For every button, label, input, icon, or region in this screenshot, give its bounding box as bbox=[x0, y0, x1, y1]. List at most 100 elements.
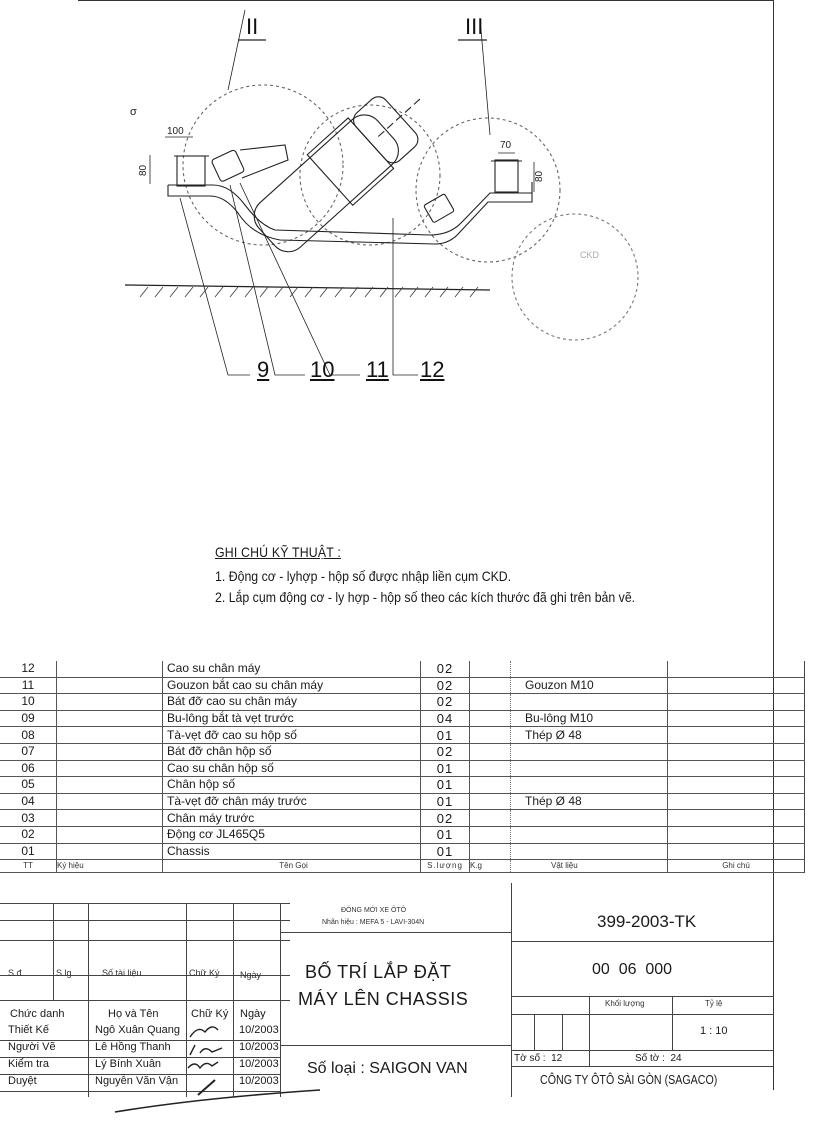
cell-idx: 03 bbox=[0, 809, 57, 827]
cell-symbol bbox=[56, 809, 163, 827]
cell-qty: 02 bbox=[420, 809, 470, 827]
cell-idx: 05 bbox=[0, 776, 57, 794]
rev-header-date: Ngày bbox=[240, 970, 262, 980]
cell-mass bbox=[469, 843, 511, 861]
detail-label-II: II bbox=[246, 14, 259, 39]
dim-left-width: 100 bbox=[167, 126, 184, 137]
cell-mass bbox=[469, 826, 511, 844]
cell-qty: 01 bbox=[420, 793, 470, 811]
dim-right-height: 80 bbox=[534, 170, 545, 182]
cell-note bbox=[667, 776, 805, 794]
cell-qty: 04 bbox=[420, 710, 470, 728]
cell-idx: 02 bbox=[0, 826, 57, 844]
cell-idx: 04 bbox=[0, 793, 57, 811]
tb-line bbox=[511, 883, 512, 1097]
header-qty: S.lượng bbox=[420, 859, 470, 874]
cell-idx: 08 bbox=[0, 726, 57, 744]
cell-symbol bbox=[56, 826, 163, 844]
technical-notes: GHI CHÚ KỸ THUẬT : 1. Động cơ - lyhợp - … bbox=[215, 542, 692, 608]
header-name: Tên Gọi bbox=[162, 859, 421, 874]
cell-material bbox=[510, 843, 668, 861]
tb-line bbox=[672, 996, 673, 1050]
callout-11: 11 bbox=[366, 357, 389, 382]
tb-line bbox=[280, 903, 281, 1097]
mass-label: Khối lượng bbox=[605, 999, 645, 1008]
signature-name: Ngô Xuân Quang bbox=[95, 1024, 181, 1036]
model-name: Số loại : SAIGON VAN bbox=[307, 1060, 468, 1077]
tb-line bbox=[511, 1014, 774, 1015]
cell-idx: 06 bbox=[0, 760, 57, 778]
signature-role: Kiểm tra bbox=[8, 1058, 49, 1070]
cell-symbol bbox=[56, 743, 163, 761]
cell-symbol bbox=[56, 661, 163, 678]
cell-note bbox=[667, 809, 805, 827]
tb-line bbox=[534, 1014, 535, 1050]
note-item-1: 1. Động cơ - lyhợp - hộp số được nhập li… bbox=[215, 568, 512, 584]
header-material: Vật liệu bbox=[510, 859, 668, 874]
cell-qty: 01 bbox=[420, 760, 470, 778]
tb-line bbox=[0, 1074, 280, 1075]
tb-line bbox=[0, 940, 290, 941]
cell-symbol bbox=[56, 710, 163, 728]
cell-qty: 01 bbox=[420, 826, 470, 844]
cell-material: Bu-lông M10 bbox=[510, 710, 668, 728]
cell-name: Chassis bbox=[162, 843, 421, 861]
cell-symbol bbox=[56, 693, 163, 711]
cell-qty: 01 bbox=[420, 726, 470, 744]
signature-icon bbox=[187, 1061, 219, 1070]
tb-line bbox=[511, 1066, 774, 1067]
cell-material bbox=[510, 743, 668, 761]
cell-material bbox=[510, 826, 668, 844]
cell-name: Bát đỡ chân hộp số bbox=[162, 743, 421, 761]
tb-line bbox=[511, 1050, 774, 1051]
dim-right-width: 70 bbox=[500, 140, 512, 151]
cell-name: Chân hộp số bbox=[162, 776, 421, 794]
cell-qty: 01 bbox=[420, 843, 470, 861]
cell-name: Động cơ JL465Q5 bbox=[162, 826, 421, 844]
cell-mass bbox=[469, 793, 511, 811]
callout-9: 9 bbox=[257, 357, 270, 382]
cell-idx: 07 bbox=[0, 743, 57, 761]
tb-line bbox=[88, 903, 89, 1097]
cell-material: Thép Ø 48 bbox=[510, 726, 668, 744]
signature-name: Nguyễn Văn Vận bbox=[95, 1075, 179, 1087]
cell-qty: 02 bbox=[420, 693, 470, 711]
document-number: 399-2003-TK bbox=[597, 912, 697, 931]
cell-material bbox=[510, 693, 668, 711]
callout-10: 10 bbox=[310, 357, 335, 382]
drawing-title-line2: MÁY LÊN CHASSIS bbox=[298, 989, 469, 1009]
signature-scribbles bbox=[114, 1026, 320, 1113]
cell-name: Tà-vẹt đỡ chân máy trước bbox=[162, 793, 421, 811]
cell-material bbox=[510, 661, 668, 678]
signature-role: Duyệt bbox=[8, 1075, 37, 1087]
cell-name: Cao su chân hộp số bbox=[162, 760, 421, 778]
header-symbol: Ký hiệu bbox=[56, 859, 163, 874]
cell-symbol bbox=[56, 776, 163, 794]
cell-qty: 02 bbox=[420, 661, 470, 678]
cell-mass bbox=[469, 661, 511, 678]
cell-symbol bbox=[56, 677, 163, 695]
cell-material bbox=[510, 760, 668, 778]
tb-line bbox=[186, 903, 187, 1097]
scale-label: Tỷ lệ bbox=[705, 999, 723, 1008]
faded-wheel-text: CKD bbox=[580, 250, 600, 260]
cell-symbol bbox=[56, 843, 163, 861]
cell-note bbox=[667, 661, 805, 678]
signature-icon bbox=[189, 1044, 223, 1056]
cell-mass bbox=[469, 760, 511, 778]
cell-symbol bbox=[56, 726, 163, 744]
cell-mass bbox=[469, 743, 511, 761]
rev-header-sd: S.đ bbox=[8, 968, 22, 978]
cell-note bbox=[667, 677, 805, 695]
cell-name: Bu-lông bắt tà vẹt trước bbox=[162, 710, 421, 728]
drawing-code: 00 06 000 bbox=[592, 961, 673, 978]
cell-note bbox=[667, 710, 805, 728]
